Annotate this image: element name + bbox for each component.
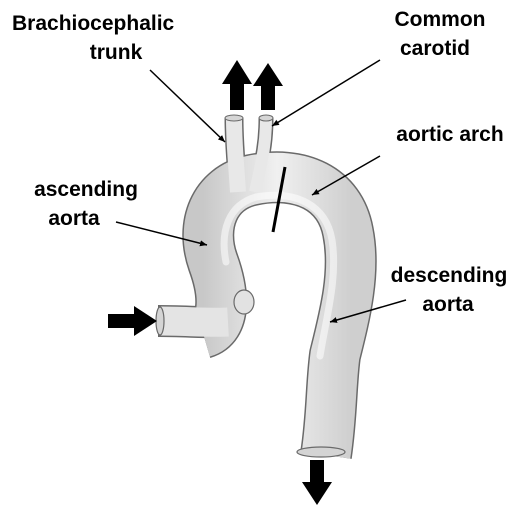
inlet-opening (156, 307, 164, 335)
aorta-inlet (159, 321, 228, 322)
descending-label-line2: aorta (422, 293, 474, 316)
brachiocephalic-vessel (234, 118, 238, 192)
brachiocephalic-label-line1: Brachiocephalic (12, 12, 175, 35)
carotid-outflow-arrow (253, 63, 283, 110)
ascending-label-line2: aorta (48, 207, 100, 230)
descending-outflow-arrow (302, 460, 332, 505)
outlet-opening (297, 447, 345, 457)
brachiocephalic-leader (150, 70, 225, 142)
aortic-arch-label: aortic arch (396, 123, 503, 146)
carotid-leader (272, 60, 380, 126)
carotid-label-line2: carotid (400, 37, 470, 60)
brachiocephalic-outflow-arrow (222, 60, 252, 110)
carotid-opening (259, 115, 273, 121)
brachiocephalic-opening (225, 115, 243, 121)
descending-label-line1: descending (391, 264, 508, 287)
carotid-label-line1: Common (395, 8, 486, 31)
aorta-vessel (156, 115, 351, 457)
ascending-label-line1: ascending (34, 178, 138, 201)
inflow-arrow (108, 306, 157, 336)
brachiocephalic-label-line2: trunk (90, 41, 143, 64)
sinus-bulge (234, 290, 254, 314)
